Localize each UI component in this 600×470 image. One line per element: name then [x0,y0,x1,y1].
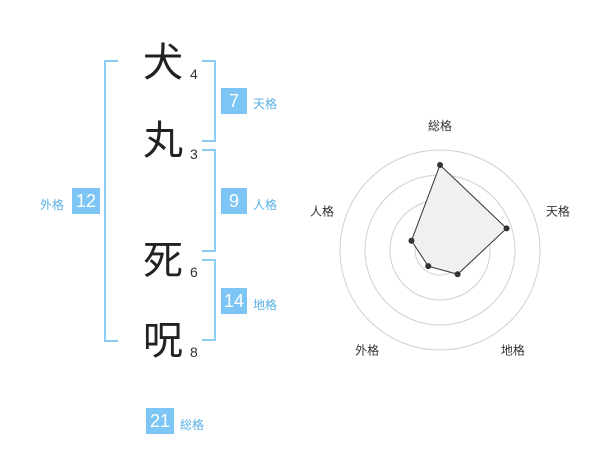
tenkaku-value: 7 [221,88,247,114]
radar-axis-label: 天格 [546,204,570,219]
tenkaku-bracket [202,60,216,142]
radar-point [454,271,461,278]
name-char-2: 丸 [143,118,183,164]
radar-point [425,263,432,270]
radar-axis-label: 人格 [310,204,334,219]
name-char-3: 死 [143,238,183,284]
stroke-count-3: 6 [190,264,198,280]
soukaku-value: 21 [146,408,174,434]
gaikaku-label: 外格 [40,198,65,212]
tenkaku-label: 天格 [253,97,278,111]
stroke-count-1: 4 [190,66,198,82]
name-char-4: 呪 [143,318,183,364]
radar-axis-label: 総格 [428,118,452,133]
jinkaku-label: 人格 [253,198,278,212]
stroke-count-2: 3 [190,146,198,162]
radar-ring [339,149,541,351]
jinkaku-value: 9 [221,188,247,214]
radar-area [410,164,508,275]
radar-axis-label: 外格 [355,342,379,357]
radar-point [408,237,415,244]
jinkaku-bracket [202,149,216,252]
name-char-1: 犬 [143,40,183,86]
chikaku-value: 14 [221,288,247,314]
soukaku-label: 総格 [180,418,205,432]
chikaku-bracket [202,259,216,341]
gaikaku-bracket [104,60,118,342]
radar-axis-label: 地格 [501,342,525,357]
radar-point [503,225,510,232]
stroke-count-4: 8 [190,344,198,360]
radar-point [437,162,443,168]
gaikaku-value: 12 [72,188,100,214]
chikaku-label: 地格 [253,298,278,312]
